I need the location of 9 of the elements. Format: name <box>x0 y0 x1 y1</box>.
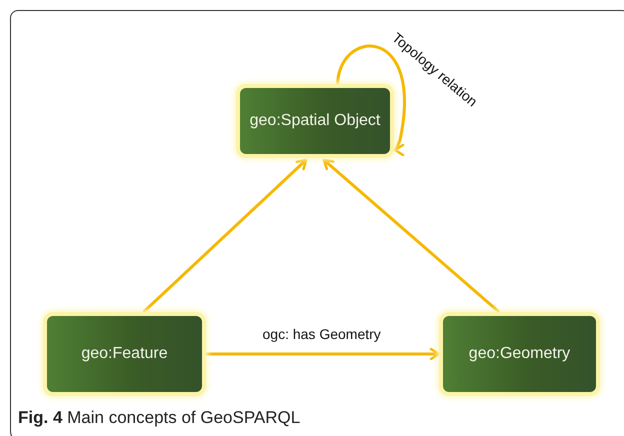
concept-box: geo:Spatial Object <box>240 88 390 154</box>
arrow <box>322 158 500 314</box>
concept-box: geo:Feature <box>47 316 202 392</box>
figure-caption: Fig. 4 Main concepts of GeoSPARQL <box>18 408 300 428</box>
arrow <box>336 44 406 154</box>
concept-box: geo:Geometry <box>443 316 596 392</box>
arrow <box>142 158 308 314</box>
edge-label: ogc: has Geometry <box>260 326 383 342</box>
arrow <box>204 348 440 360</box>
